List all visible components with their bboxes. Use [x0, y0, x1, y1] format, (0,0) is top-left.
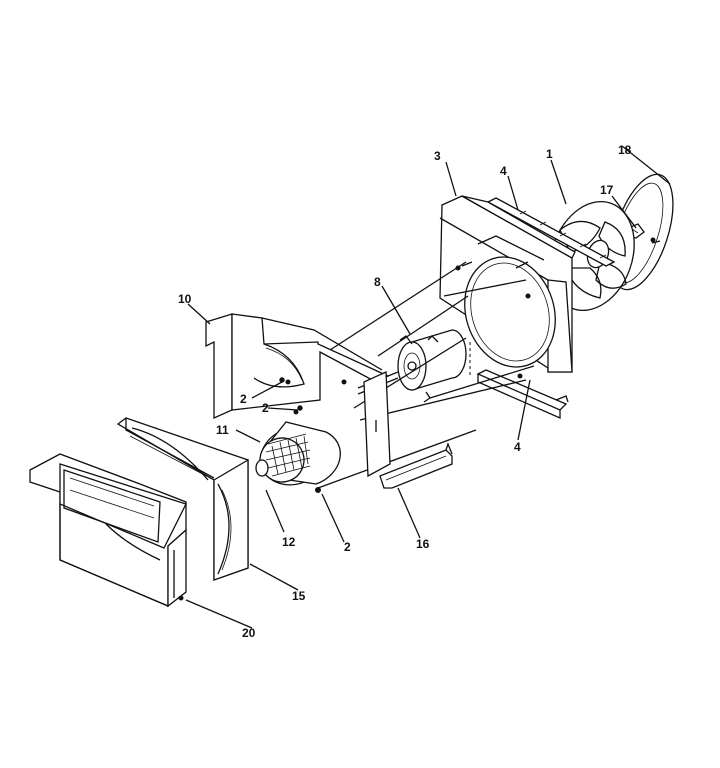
part-3-shroud-panel	[439, 195, 576, 379]
callout-2-middle: 2	[262, 401, 269, 415]
callout-18: 18	[618, 143, 632, 157]
callout-2-upper: 2	[240, 392, 247, 406]
callout-16: 16	[416, 537, 430, 551]
part-16-baffle-strip	[379, 442, 453, 489]
assembly-guide-lines	[469, 342, 549, 376]
callout-2-lower: 2	[344, 540, 351, 554]
part-10-blower-frame	[205, 313, 390, 420]
callout-labels: 1 2 2 2 3 4 4 8 10 11 12 15 16 17 18 20	[178, 143, 632, 640]
callout-4-upper: 4	[500, 164, 507, 178]
part-4-upper-rail	[486, 197, 616, 267]
part-4-lower-rail	[476, 369, 569, 419]
callout-10: 10	[178, 292, 192, 306]
callout-4-lower: 4	[514, 440, 521, 454]
part-15-blower-housing	[116, 417, 249, 581]
callout-8: 8	[374, 275, 381, 289]
callout-11: 11	[216, 423, 229, 437]
callout-1: 1	[546, 147, 553, 161]
part-20-front-frame	[29, 453, 187, 608]
part-8-motor	[357, 329, 467, 403]
motor-mount-bracket	[363, 371, 391, 478]
callout-20: 20	[242, 626, 256, 640]
callout-17: 17	[600, 183, 614, 197]
part-11-blower-wheel	[255, 421, 341, 486]
callout-15: 15	[292, 589, 306, 603]
callout-3: 3	[434, 149, 441, 163]
callout-12: 12	[282, 535, 296, 549]
callout-leaders	[185, 145, 671, 629]
